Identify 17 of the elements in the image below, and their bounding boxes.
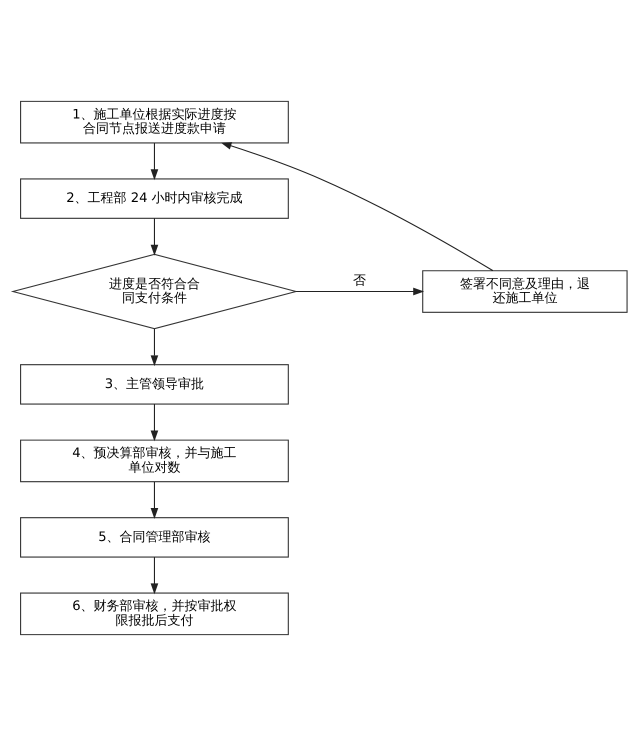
- node-box: 4、预决算部审核，并与施工单位对数: [20, 440, 289, 482]
- arrow: [150, 482, 158, 519]
- arrow: [150, 143, 158, 180]
- arrow: [150, 328, 158, 366]
- node-box: 3、主管领导审批: [20, 364, 289, 405]
- node-box: 2、工程部 24 小时内审核完成: [20, 178, 289, 219]
- node-box: 签署不同意及理由，退还施工单位: [422, 270, 628, 313]
- edge-label: 否: [352, 274, 366, 289]
- node-diamond: 进度是否符合合同支付条件: [10, 254, 298, 330]
- arrow: [150, 218, 158, 256]
- node-box: 6、财务部审核，并按审批权限报批后支付: [20, 592, 289, 636]
- node-box: 5、合同管理部审核: [20, 517, 289, 558]
- arrow: [150, 404, 158, 442]
- arrow: [150, 557, 158, 594]
- arrow: [220, 142, 494, 272]
- node-box: 1、施工单位根据实际进度按合同节点报送进度款申请: [20, 100, 289, 144]
- arrow: [296, 288, 424, 296]
